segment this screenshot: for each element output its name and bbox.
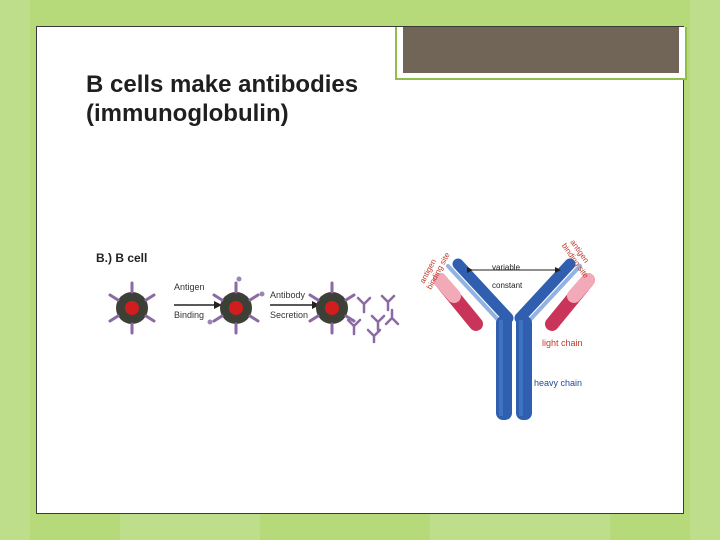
slide-header-tab [395,27,687,80]
light-chain-right [545,273,595,331]
header-tab-fill [403,27,679,73]
title-line-2: (immunoglobulin) [86,100,289,127]
heavy-chain-right-arm [514,258,582,324]
step2-label-top: Antibody [270,290,306,300]
step2-label-bottom: Secretion [270,310,308,320]
step1-label-bottom: Binding [174,310,204,320]
heavy-chain-label: heavy chain [534,378,582,388]
heavy-chain-stem [496,316,532,420]
secreted-antibodies [346,294,400,344]
light-chain-label: light chain [542,338,583,348]
b-cell-2 [207,276,265,335]
heavy-chain-left-arm [446,258,514,324]
b-cell-3 [308,281,356,335]
slide-title: B cells make antibodies (immunoglobulin) [86,70,486,128]
arrow-2-head [312,301,320,309]
antibody-figure: B.) B cell Antigen Binding Antibody Secr… [96,238,595,420]
title-line-1: B cells make antibodies [86,71,359,98]
step1-label-top: Antigen [174,282,205,292]
antibody-structure: variable constant antigen binding site a… [418,238,595,420]
arrow-1-head [214,301,222,309]
light-chain-left [433,273,483,331]
b-cell-1 [108,281,156,335]
panel-label: B.) B cell [96,251,147,265]
variable-label: variable [492,263,521,272]
constant-label: constant [492,281,523,290]
